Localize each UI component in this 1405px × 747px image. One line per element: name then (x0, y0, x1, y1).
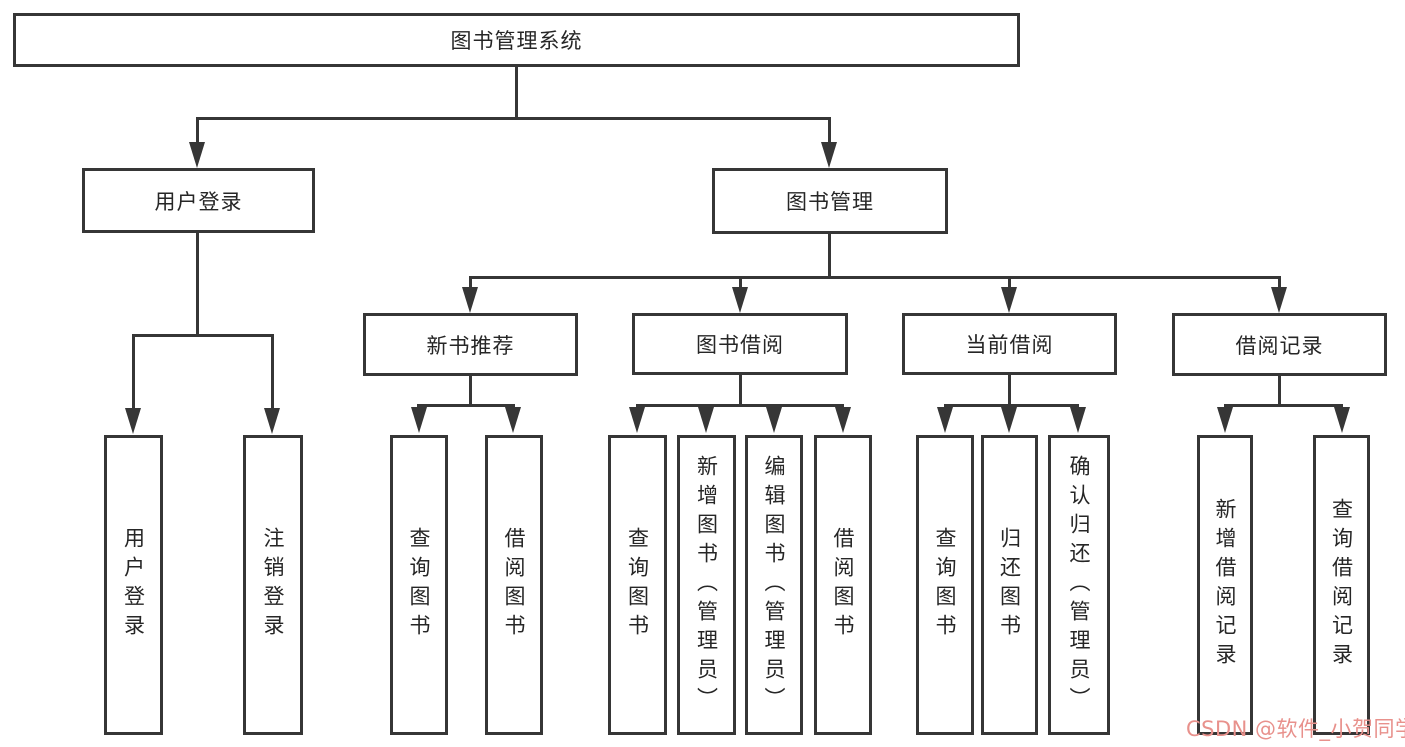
node-current-borrowing: 当前借阅 (902, 313, 1117, 375)
connector-hline (636, 404, 844, 407)
leaf-query-books-borrowing-label: 查询图书 (625, 527, 650, 643)
leaf-user-login: 用户登录 (104, 435, 163, 735)
leaf-add-borrow-record: 新增借阅记录 (1197, 435, 1253, 735)
leaf-borrow-books-borrowing: 借阅图书 (814, 435, 872, 735)
node-book-borrowing: 图书借阅 (632, 313, 848, 375)
leaf-query-books-current-label: 查询图书 (933, 527, 958, 643)
node-root-label: 图书管理系统 (450, 29, 583, 53)
leaf-add-borrow-record-label: 新增借阅记录 (1213, 498, 1238, 672)
arrow-down (125, 408, 141, 434)
node-book-borrowing-label: 图书借阅 (696, 333, 784, 357)
node-user-login: 用户登录 (82, 168, 315, 233)
arrow-down (411, 407, 427, 433)
arrow-down (732, 287, 748, 313)
connector-vline (739, 276, 742, 290)
arrow-down (1334, 407, 1350, 433)
connector-vline (196, 233, 199, 337)
connector-hline (469, 276, 1281, 279)
arrow-down (264, 408, 280, 434)
arrow-down (937, 407, 953, 433)
arrow-down (189, 142, 205, 168)
leaf-borrow-books-recommend-label: 借阅图书 (502, 527, 527, 643)
arrow-down (462, 287, 478, 313)
connector-vline (1278, 376, 1281, 407)
connector-hline (417, 404, 515, 407)
leaf-query-books-recommend: 查询图书 (390, 435, 448, 735)
connector-vline (1278, 276, 1281, 290)
leaf-confirm-return-admin: 确认归还（管理员） (1048, 435, 1110, 735)
node-book-management: 图书管理 (712, 168, 948, 234)
leaf-logout: 注销登录 (243, 435, 303, 735)
leaf-user-login-label: 用户登录 (121, 527, 146, 643)
connector-hline (196, 117, 831, 120)
leaf-confirm-return-admin-label: 确认归还（管理员） (1067, 454, 1092, 716)
arrow-down (821, 142, 837, 168)
connector-vline (739, 375, 742, 407)
leaf-query-books-recommend-label: 查询图书 (407, 527, 432, 643)
arrow-down (505, 407, 521, 433)
connector-vline (1008, 276, 1011, 290)
connector-hline (944, 404, 1079, 407)
connector-vline (271, 334, 274, 410)
node-user-login-label: 用户登录 (154, 189, 243, 214)
arrow-down (766, 407, 782, 433)
connector-hline (132, 334, 274, 337)
connector-vline (469, 276, 472, 290)
node-borrowing-records-label: 借阅记录 (1235, 333, 1324, 358)
connector-vline (469, 376, 472, 407)
connector-hline (1224, 404, 1343, 407)
node-root: 图书管理系统 (13, 13, 1020, 67)
node-new-book-recommendation-label: 新书推荐 (426, 333, 515, 358)
arrow-down (1070, 407, 1086, 433)
leaf-query-books-borrowing: 查询图书 (608, 435, 667, 735)
leaf-add-book-admin: 新增图书（管理员） (677, 435, 736, 735)
arrow-down (698, 407, 714, 433)
leaf-return-books: 归还图书 (981, 435, 1038, 735)
leaf-query-borrow-record-label: 查询借阅记录 (1329, 498, 1354, 672)
csdn-watermark: CSDN @软件_小贺同学 (1186, 717, 1405, 741)
arrow-down (1271, 287, 1287, 313)
connector-vline (828, 117, 831, 146)
leaf-query-borrow-record: 查询借阅记录 (1313, 435, 1370, 735)
leaf-query-books-current: 查询图书 (916, 435, 974, 735)
leaf-edit-book-admin: 编辑图书（管理员） (745, 435, 803, 735)
leaf-borrow-books-recommend: 借阅图书 (485, 435, 543, 735)
arrow-down (1217, 407, 1233, 433)
node-borrowing-records: 借阅记录 (1172, 313, 1387, 376)
arrow-down (835, 407, 851, 433)
leaf-edit-book-admin-label: 编辑图书（管理员） (762, 454, 787, 716)
connector-vline (196, 117, 199, 146)
connector-vline (828, 234, 831, 279)
arrow-down (1001, 287, 1017, 313)
leaf-borrow-books-borrowing-label: 借阅图书 (831, 527, 856, 643)
node-new-book-recommendation: 新书推荐 (363, 313, 578, 376)
arrow-down (1001, 407, 1017, 433)
leaf-logout-label: 注销登录 (261, 527, 286, 643)
connector-vline (132, 334, 135, 410)
connector-vline (1008, 375, 1011, 407)
leaf-return-books-label: 归还图书 (997, 527, 1022, 643)
node-current-borrowing-label: 当前借阅 (965, 333, 1054, 357)
node-book-management-label: 图书管理 (786, 190, 874, 214)
connector-vline (515, 67, 518, 118)
arrow-down (629, 407, 645, 433)
leaf-add-book-admin-label: 新增图书（管理员） (694, 454, 719, 716)
